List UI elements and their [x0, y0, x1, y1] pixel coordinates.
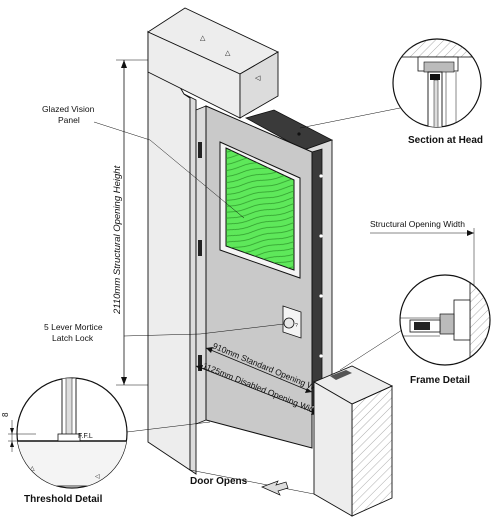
svg-text:Door Opens: Door Opens — [190, 476, 248, 487]
svg-text:△: △ — [200, 35, 206, 42]
threshold-detail: △ ◁ F.F.L 8 Threshold Detail — [1, 377, 211, 505]
svg-text:△: △ — [30, 466, 35, 472]
svg-text:Structural Opening Width: Structural Opening Width — [370, 219, 465, 229]
svg-text:?: ? — [295, 323, 298, 329]
svg-text:△: △ — [225, 50, 231, 57]
glazed-vision-label: Glazed Vision Panel — [42, 104, 245, 219]
floor-line — [189, 469, 315, 495]
lever-lock: ? — [282, 305, 302, 339]
threshold-dimension-label: 8 — [1, 412, 10, 417]
structural-opening-width-callout: Structural Opening Width — [370, 219, 475, 285]
wall-right-block — [312, 365, 394, 517]
door-opens-arrow-icon — [261, 480, 289, 496]
glazed-vision-panel — [219, 141, 301, 279]
section-at-head-title: Section at Head — [408, 135, 483, 146]
svg-text:◁: ◁ — [95, 474, 100, 480]
svg-text:◁: ◁ — [255, 75, 261, 82]
svg-text:Latch Lock: Latch Lock — [52, 333, 94, 343]
height-dimension: 2110mm Structural Opening Height — [112, 59, 148, 386]
lever-lock-label: 5 Lever Mortice Latch Lock — [44, 322, 285, 343]
svg-text:Panel: Panel — [58, 115, 80, 125]
svg-text:Glazed Vision: Glazed Vision — [42, 104, 95, 114]
door-opens-indicator: Door Opens — [190, 476, 289, 496]
frame-detail: Frame Detail — [339, 274, 491, 386]
wall-head-block: △ △ ◁ — [147, 7, 279, 119]
ffl-label: F.F.L — [78, 433, 93, 440]
threshold-detail-title: Threshold Detail — [24, 494, 103, 505]
frame-detail-title: Frame Detail — [410, 375, 470, 386]
section-at-head-detail: Section at Head — [299, 38, 483, 146]
svg-text:5 Lever Mortice: 5 Lever Mortice — [44, 322, 103, 332]
structural-opening-height-label: 2110mm Structural Opening Height — [112, 165, 123, 315]
wall-left-jamb — [147, 30, 197, 475]
